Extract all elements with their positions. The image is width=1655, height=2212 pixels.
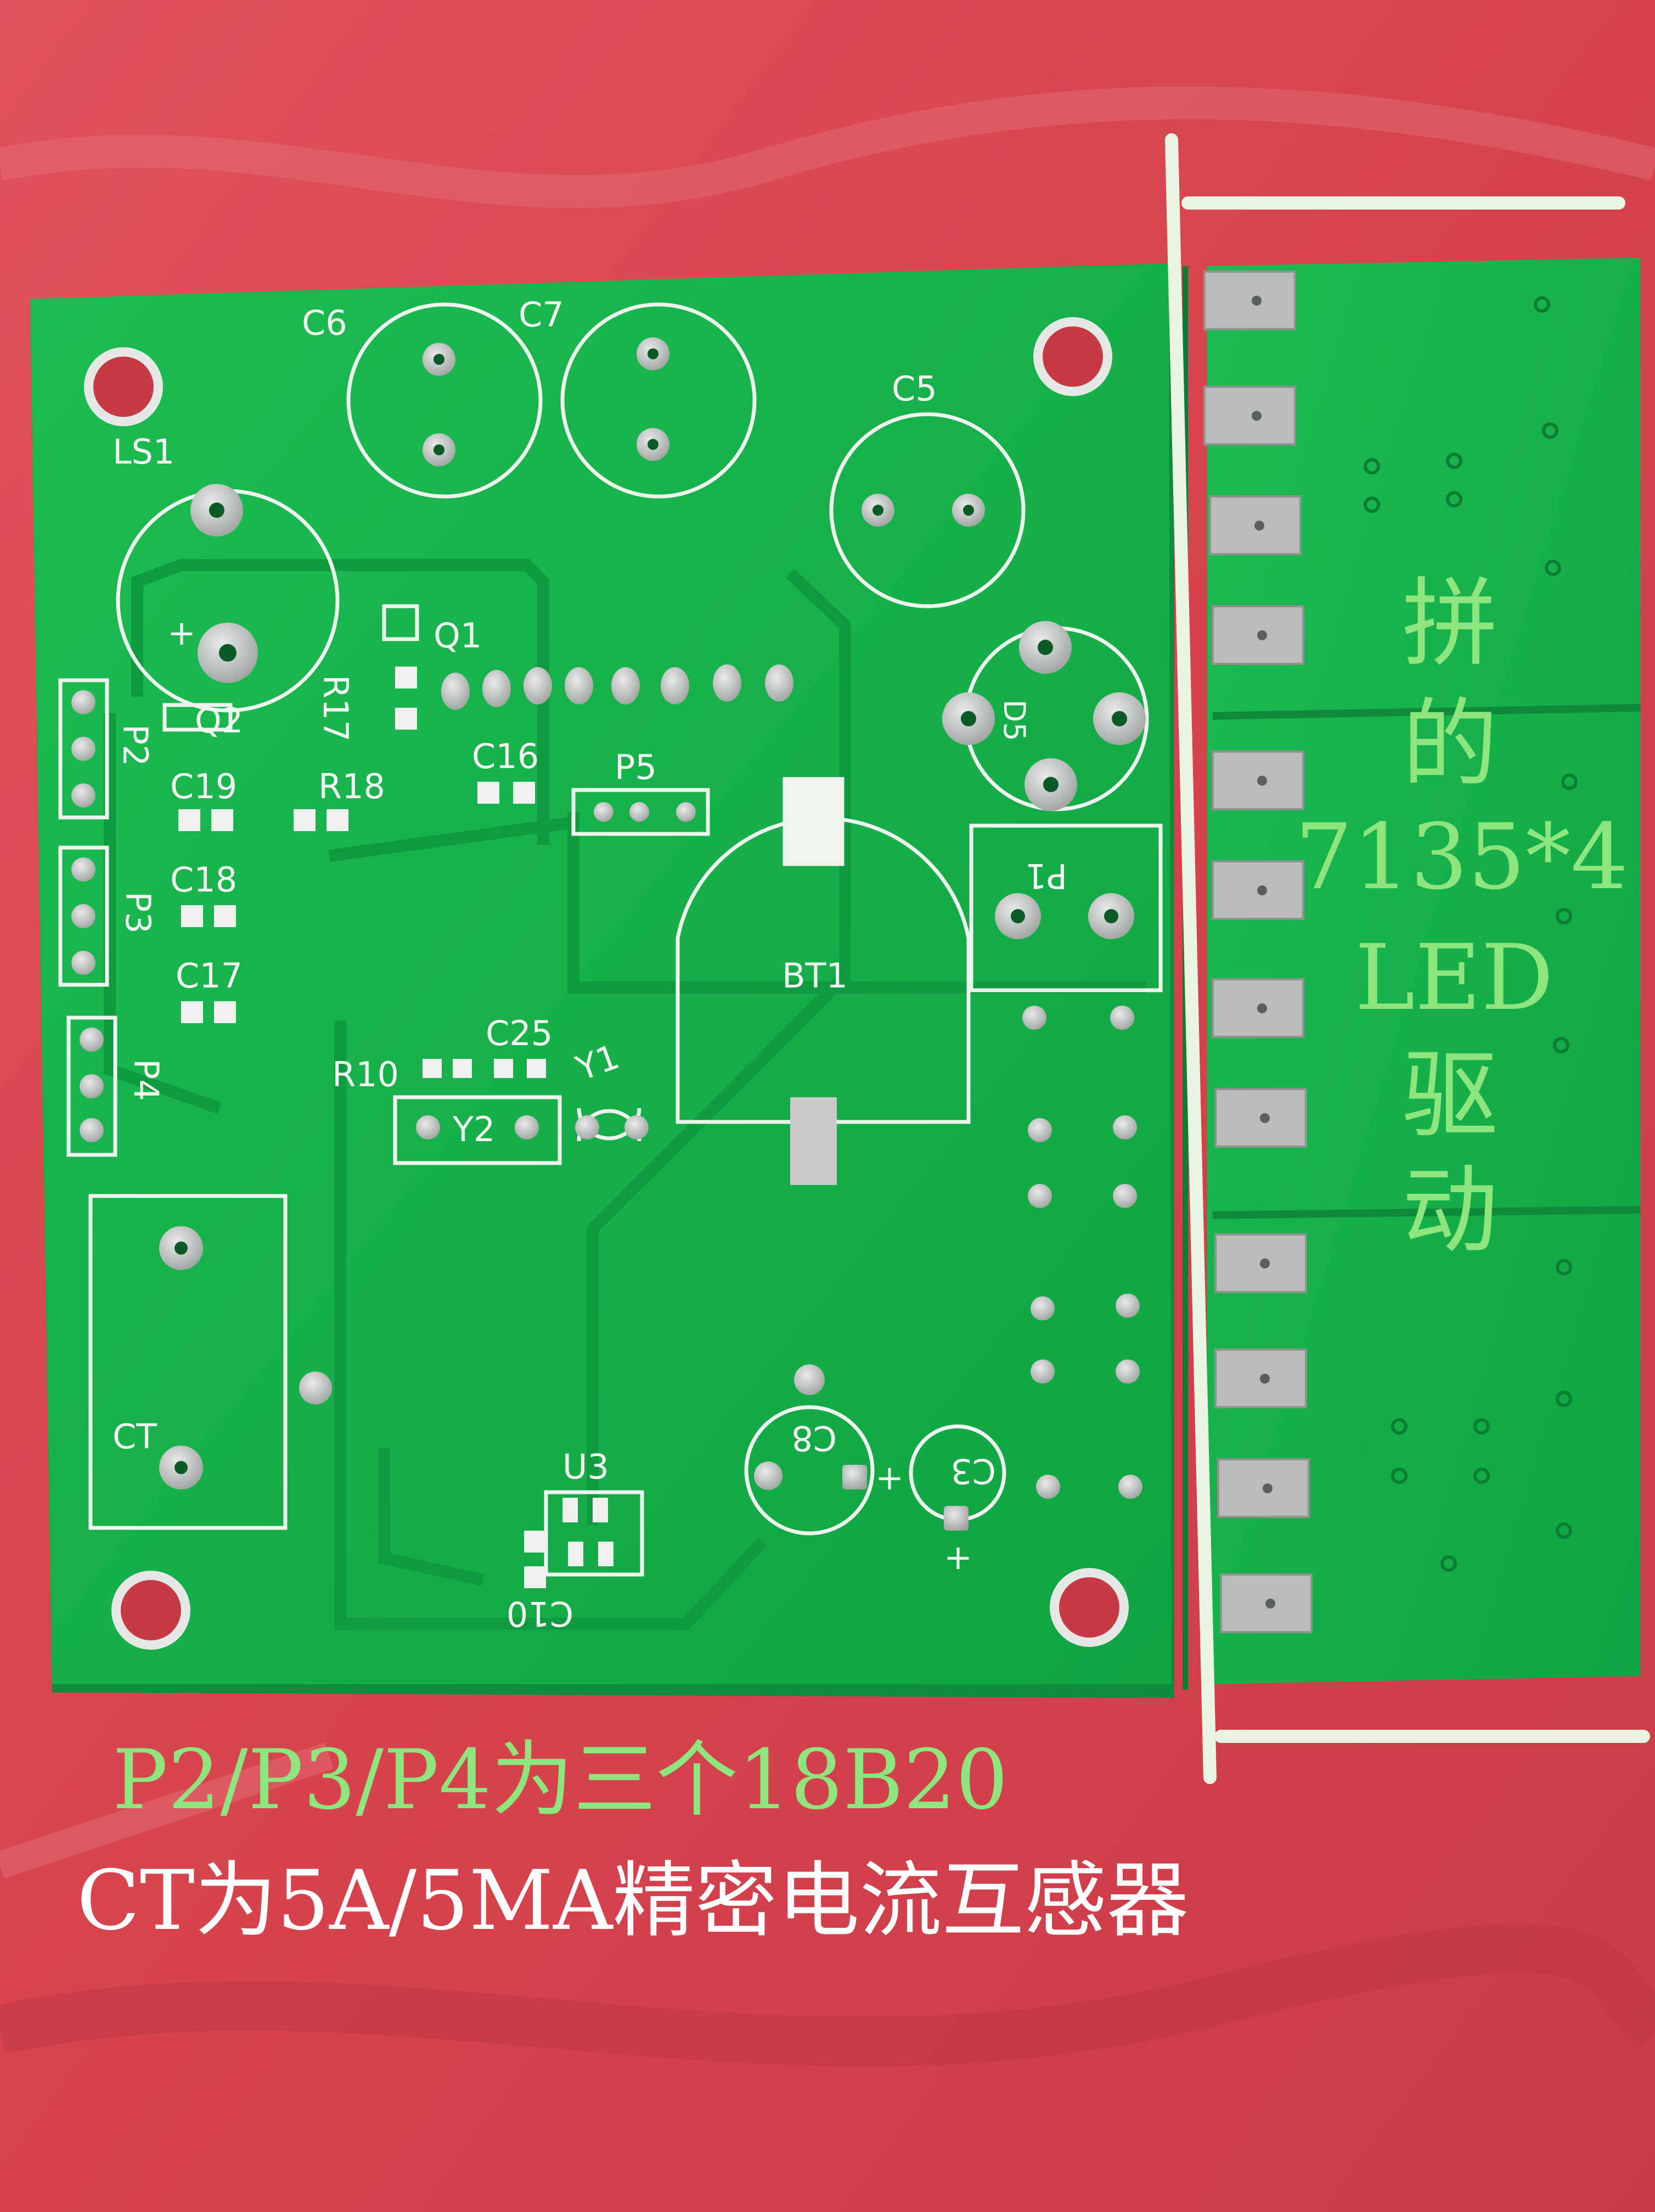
traces	[104, 559, 1147, 1630]
annotation-right-6: 动	[1402, 1155, 1498, 1267]
label-c18: C18	[170, 860, 237, 900]
label-c19: C19	[170, 766, 237, 806]
label-bt1: BT1	[782, 956, 848, 996]
annotation-sensors: P2/P3/P4为三个18B20	[112, 1733, 1009, 1828]
annotation-bracket	[1165, 133, 1650, 1784]
label-c17: C17	[176, 956, 243, 996]
label-d5: D5	[997, 699, 1032, 741]
annotation-right-2: 的	[1402, 689, 1498, 800]
label-p1: P1	[1025, 856, 1067, 896]
label-ct: CT	[112, 1417, 157, 1457]
annotation-current-transformer: CT为5A/5MA精密电流互感器	[77, 1853, 1189, 1949]
label-p5: P5	[615, 747, 657, 787]
annotation-right-1: 拼	[1402, 568, 1498, 680]
label-r10: R10	[332, 1054, 399, 1094]
label-u3: U3	[562, 1447, 609, 1487]
label-bat-plus: +	[167, 613, 196, 653]
label-c8-plus: +	[875, 1458, 904, 1498]
label-ls1: LS1	[112, 432, 174, 472]
label-c25: C25	[486, 1013, 553, 1053]
annotation-right-3: 7135*4	[1295, 804, 1629, 910]
label-y2: Y2	[452, 1109, 495, 1149]
label-q1: Q1	[434, 616, 482, 656]
label-p4: P4	[126, 1059, 166, 1101]
label-r17: R17	[316, 675, 356, 742]
label-p2: P2	[115, 724, 155, 766]
label-c5: C5	[892, 369, 937, 409]
label-c7: C7	[519, 295, 564, 335]
label-c16: C16	[472, 736, 539, 776]
label-c3: C3	[950, 1451, 996, 1491]
label-c6: C6	[302, 303, 347, 343]
label-p3: P3	[118, 891, 158, 934]
annotation-right-5: 驱	[1402, 1040, 1498, 1152]
annotation-right-4: LED	[1354, 925, 1554, 1030]
label-q2: Q2	[195, 701, 243, 741]
label-r18: R18	[318, 766, 385, 806]
label-c3-plus: +	[944, 1537, 972, 1577]
mounting-holes	[84, 317, 1129, 1650]
label-c8: C8	[791, 1418, 837, 1458]
through-hole-pads	[71, 270, 1578, 1633]
label-c10: C10	[506, 1594, 573, 1634]
